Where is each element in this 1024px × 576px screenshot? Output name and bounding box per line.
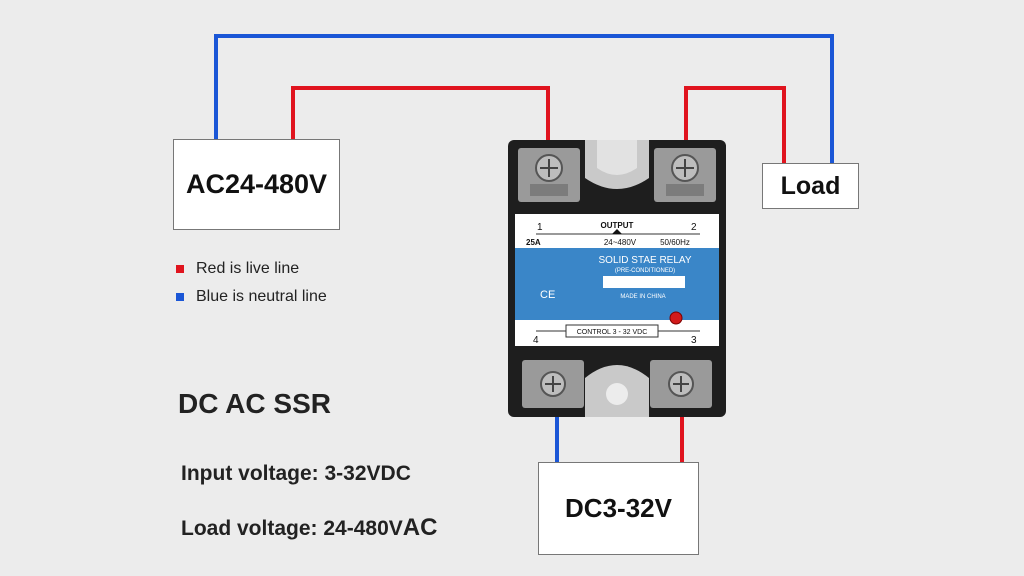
neutral-wire-source-to-load (214, 34, 834, 165)
ce-mark: CE (540, 289, 555, 301)
legend-neutral-text: Blue is neutral line (196, 288, 327, 305)
diagram-title: DC AC SSR (178, 388, 331, 419)
live-wire-relay-to-load (684, 86, 786, 165)
dc-control-box: DC3-32V (538, 462, 699, 555)
load-voltage-prefix: Load voltage: (181, 517, 324, 540)
load-voltage-value: 24-480V (323, 517, 403, 540)
ac-source-box: AC24-480V (173, 139, 340, 230)
output-label: OUTPUT (601, 221, 634, 230)
control-label: CONTROL 3 - 32 VDC (577, 329, 648, 336)
solid-state-relay: 1 2 OUTPUT 25A 24~480V 50/60Hz SOLID STA… (508, 140, 726, 417)
relay-serial-blank (603, 276, 685, 288)
terminal-2-number: 2 (691, 222, 697, 233)
relay-name: SOLID STAE RELAY (599, 255, 692, 266)
frequency: 50/60Hz (660, 238, 690, 247)
current-rating: 25A (526, 238, 541, 247)
blue-square-icon (176, 293, 184, 301)
status-led-icon (669, 311, 683, 325)
legend-live-text: Red is live line (196, 260, 300, 277)
dc-control-label: DC3-32V (565, 493, 672, 523)
legend-item-neutral: Blue is neutral line (176, 288, 327, 306)
load-label: Load (780, 171, 841, 200)
output-voltage: 24~480V (604, 238, 637, 247)
made-in-label: MADE IN CHINA (620, 294, 665, 300)
live-wire-source-to-relay (291, 86, 550, 160)
terminal-3-number: 3 (691, 335, 697, 346)
relay-subtitle: (PRE-CONDITIONED) (615, 268, 675, 274)
input-voltage-prefix: Input voltage: (181, 462, 325, 485)
red-square-icon (176, 265, 184, 273)
terminal-4-number: 4 (533, 335, 539, 346)
input-voltage-spec: Input voltage: 3-32VDC (181, 462, 411, 486)
ac-source-label: AC24-480V (185, 169, 328, 199)
output-triangle-icon (612, 229, 622, 234)
load-voltage-suffix: AC (402, 514, 438, 541)
load-box: Load (762, 163, 859, 209)
load-voltage-spec: Load voltage: 24-480VAC (181, 514, 437, 542)
input-voltage-value: 3-32VDC (324, 462, 411, 485)
legend-item-live: Red is live line (176, 260, 299, 278)
terminal-1-number: 1 (537, 222, 543, 233)
